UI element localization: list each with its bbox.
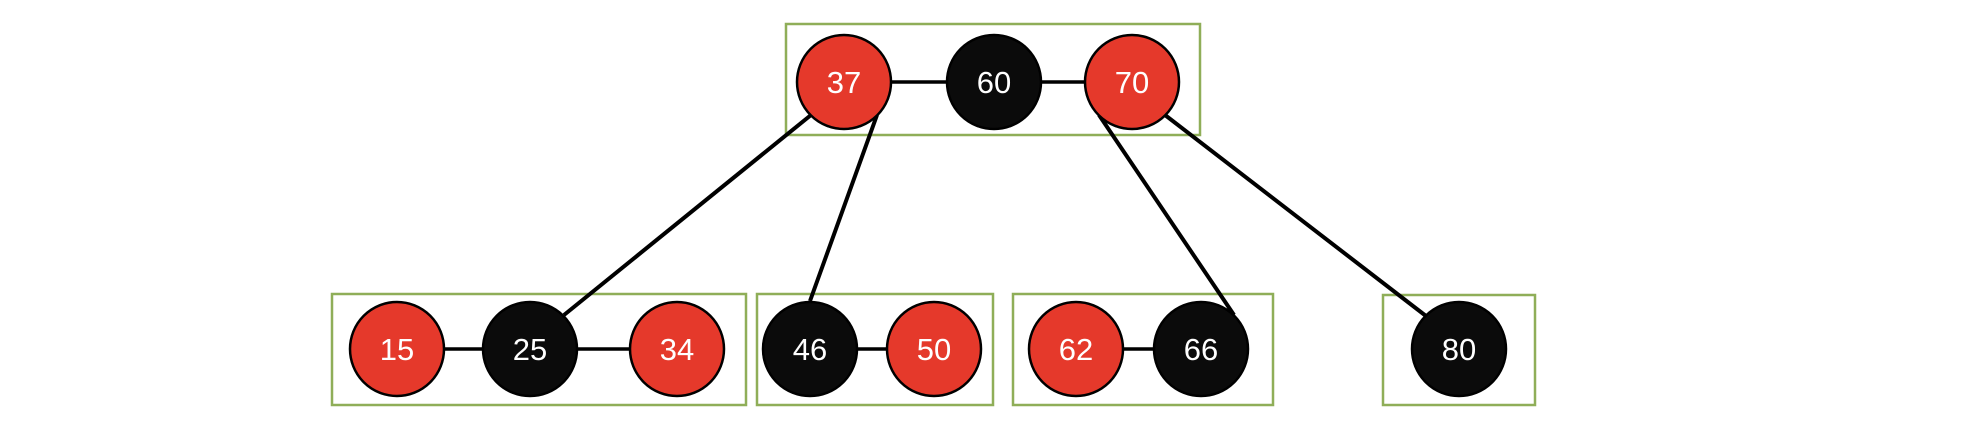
node-circle-66: [1152, 300, 1250, 398]
node-label-62: 62: [1059, 332, 1093, 367]
node-label-66: 66: [1184, 332, 1218, 367]
node-circle-25: [481, 300, 579, 398]
node-label-34: 34: [660, 332, 694, 367]
edge-37-46: [808, 114, 879, 302]
group-box-child-group-3: [1011, 292, 1275, 407]
edge-70-80: [1163, 113, 1428, 318]
group-box-child-group-1: [330, 292, 748, 407]
node-label-46: 46: [793, 332, 827, 367]
node-circle-50: [885, 300, 983, 398]
node-label-80: 80: [1442, 332, 1476, 367]
node-circle-62: [1027, 300, 1125, 398]
node-label-37: 37: [827, 65, 861, 100]
group-box-child-group-4: [1381, 293, 1537, 407]
node-circle-60: [945, 33, 1043, 131]
node-circle-15: [348, 300, 446, 398]
node-circle-37: [795, 33, 893, 131]
node-circle-80: [1410, 300, 1508, 398]
edge-70-66: [1097, 113, 1236, 317]
node-circle-46: [761, 300, 859, 398]
node-label-50: 50: [917, 332, 951, 367]
group-box-child-group-2: [755, 292, 995, 407]
group-box-root-group: [784, 22, 1202, 137]
node-label-70: 70: [1115, 65, 1149, 100]
node-label-15: 15: [380, 332, 414, 367]
node-circle-70: [1083, 33, 1181, 131]
node-circle-34: [628, 300, 726, 398]
node-label-60: 60: [977, 65, 1011, 100]
node-label-25: 25: [513, 332, 547, 367]
edge-37-25: [562, 113, 813, 317]
